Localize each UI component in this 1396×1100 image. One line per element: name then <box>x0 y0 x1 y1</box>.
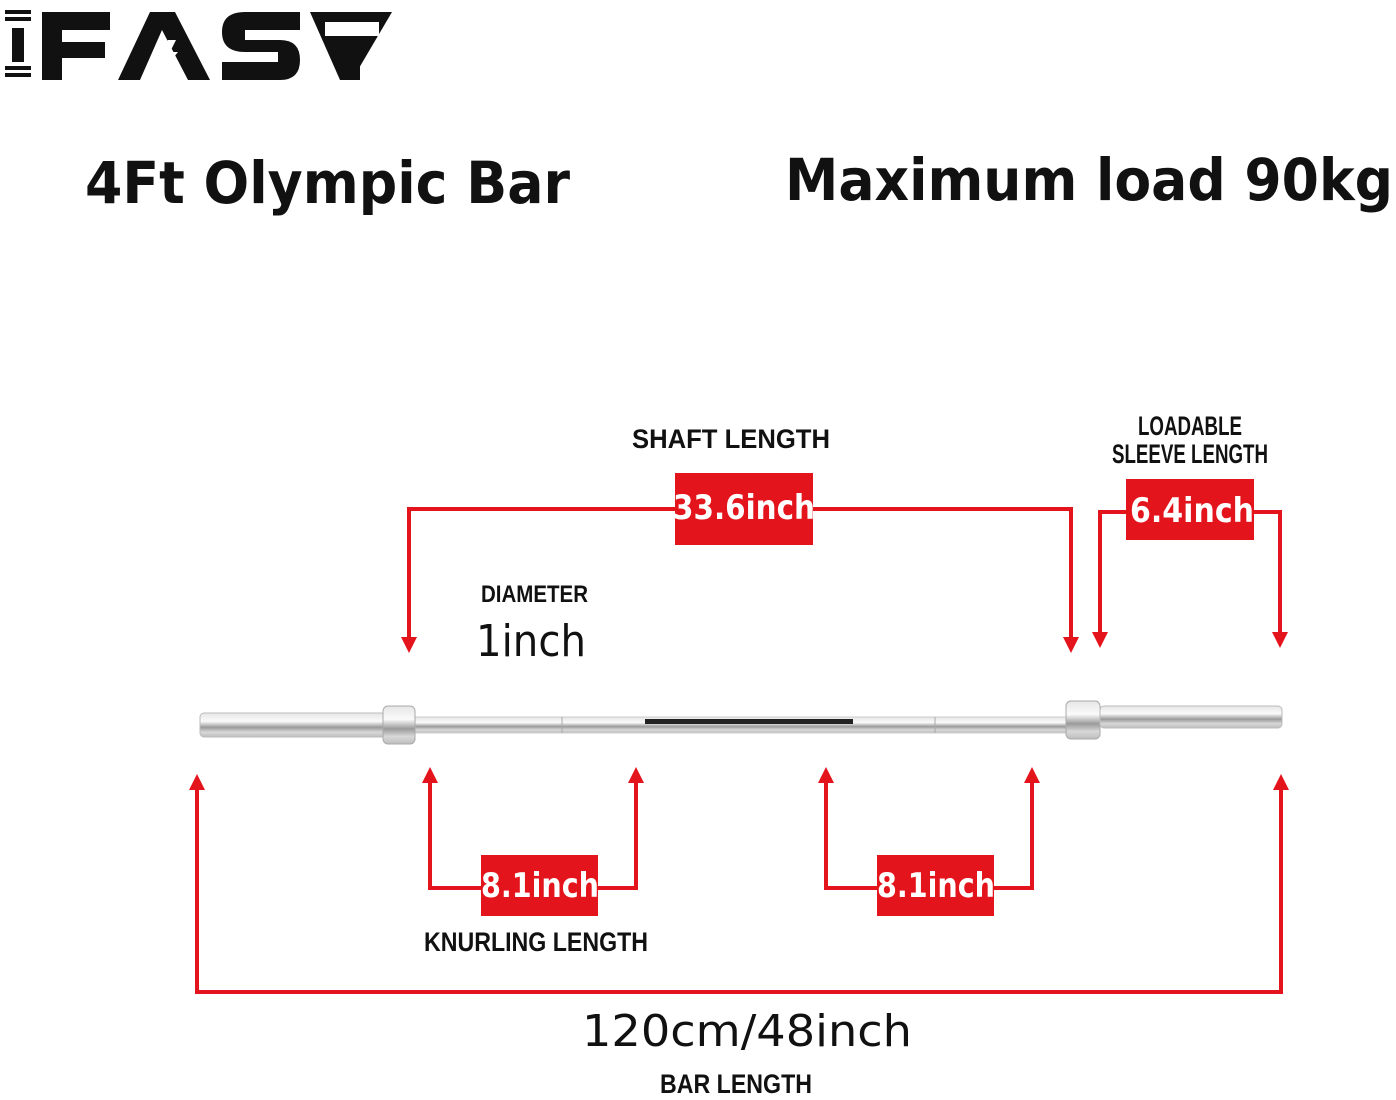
product-title: 4Ft Olympic Bar <box>85 149 570 217</box>
knurling-left-bracket: 8.1inch <box>422 767 644 916</box>
diameter-value: 1inch <box>476 616 586 667</box>
barbell-image <box>199 700 1283 745</box>
ifast-logo <box>5 10 392 80</box>
sleeve-length-bracket: 6.4inch LOADABLE SLEEVE LENGTH <box>1092 411 1288 648</box>
shaft-length-value: 33.6inch <box>673 488 815 528</box>
knurling-right-value: 8.1inch <box>877 866 995 906</box>
sleeve-label-line1: LOADABLE <box>1138 411 1242 441</box>
shaft-length-bracket: 33.6inch SHAFT LENGTH <box>401 424 1079 653</box>
bar-length-bracket <box>189 774 1289 994</box>
knurling-left-value: 8.1inch <box>481 866 599 906</box>
sleeve-length-value: 6.4inch <box>1130 491 1254 531</box>
sleeve-label-line2: SLEEVE LENGTH <box>1112 439 1268 469</box>
bar-length-value: 120cm/48inch <box>582 1006 912 1057</box>
diameter-label: DIAMETER <box>481 581 588 608</box>
max-load: Maximum load 90kg <box>785 146 1393 214</box>
bar-length-label: BAR LENGTH <box>660 1069 812 1099</box>
knurling-length-label: KNURLING LENGTH <box>424 927 648 957</box>
shaft-length-label: SHAFT LENGTH <box>632 424 830 454</box>
knurling-right-bracket: 8.1inch <box>818 767 1040 916</box>
